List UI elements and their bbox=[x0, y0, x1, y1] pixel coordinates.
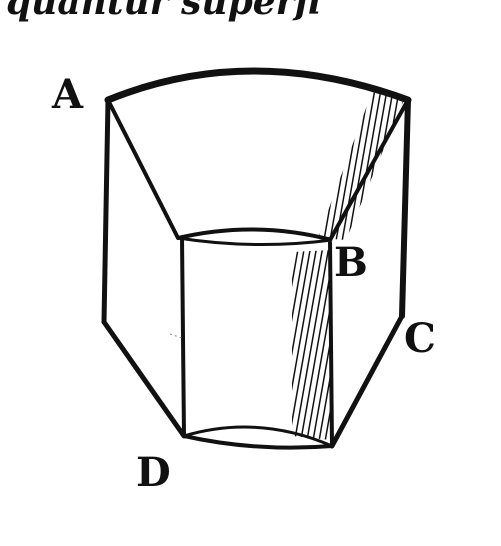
label-d: D bbox=[136, 449, 171, 496]
upper-left-edge bbox=[106, 98, 180, 240]
construction-line bbox=[169, 333, 183, 339]
inner-left-edge bbox=[180, 237, 186, 437]
inner-top-rim-lower bbox=[177, 236, 333, 247]
inner-bottom-rim bbox=[183, 425, 333, 448]
outer-left-edge bbox=[101, 97, 111, 325]
top-rim bbox=[104, 67, 412, 104]
inner-top-rim bbox=[177, 227, 333, 242]
inner-bottom-rim-lower bbox=[183, 434, 333, 450]
outer-left-lower-edge bbox=[101, 319, 187, 439]
outer-right-edge bbox=[399, 97, 411, 319]
upper-right-edge bbox=[328, 98, 410, 242]
label-b: B bbox=[334, 239, 368, 286]
outer-right-lower-edge bbox=[329, 313, 405, 449]
header-fragment: quantur superfi bbox=[6, 0, 321, 23]
label-c: C bbox=[404, 315, 436, 362]
upper-right-shading bbox=[318, 92, 404, 240]
label-a: A bbox=[51, 71, 84, 118]
front-right-shading bbox=[292, 250, 330, 440]
inner-right-edge bbox=[328, 241, 334, 447]
